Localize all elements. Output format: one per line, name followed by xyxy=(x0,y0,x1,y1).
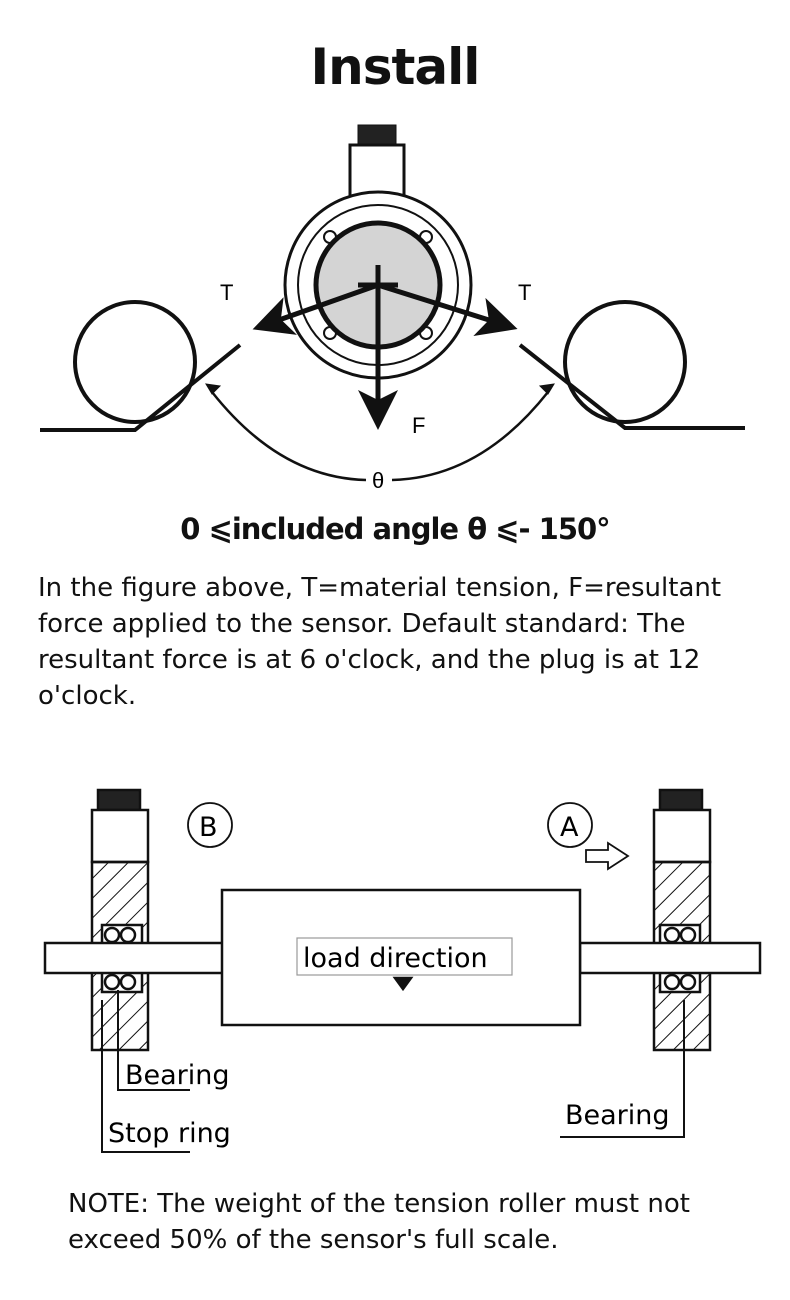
force-label: F xyxy=(412,413,425,438)
marker-b xyxy=(187,802,233,848)
marker-a xyxy=(547,802,593,848)
shaft-right xyxy=(578,941,762,975)
description-text: In the figure above, T=material tension,… xyxy=(38,573,722,711)
stop-ring-label: Stop ring xyxy=(108,1118,231,1149)
note-text: NOTE: The weight of the tension roller m… xyxy=(68,1189,690,1255)
load-direction-label: load direction xyxy=(303,943,488,974)
angle-formula: 0 ⩽included angle θ ⩽- 150° xyxy=(180,512,610,546)
angle-label: θ xyxy=(372,468,384,493)
tension-arrow-right xyxy=(377,282,518,337)
tension-label-right: T xyxy=(518,280,531,305)
angle-arc xyxy=(211,391,549,482)
marker-b-label: B xyxy=(199,812,218,843)
connector-icon xyxy=(357,124,397,146)
roller-mount-diagram xyxy=(43,788,762,1153)
page-title: Install xyxy=(310,38,481,96)
hollow-arrow-icon xyxy=(585,841,630,871)
roll-left xyxy=(73,300,197,424)
tension-sensor-diagram xyxy=(40,124,745,482)
shaft-left xyxy=(43,941,227,975)
marker-a-label: A xyxy=(560,812,579,843)
bearing-label-right: Bearing xyxy=(565,1100,670,1131)
bearing-label-left: Bearing xyxy=(125,1060,230,1091)
tension-arrow-left xyxy=(252,282,379,335)
tension-label-left: T xyxy=(220,280,233,305)
roll-right xyxy=(563,300,687,424)
down-arrow-icon xyxy=(392,976,414,992)
plug xyxy=(348,143,406,199)
